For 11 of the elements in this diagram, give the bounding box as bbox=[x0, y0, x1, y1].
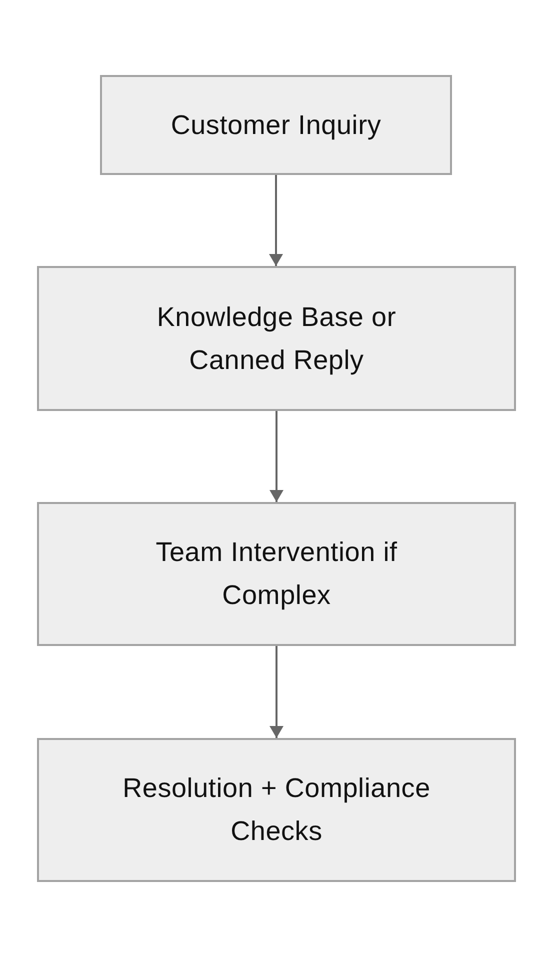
arrow bbox=[270, 175, 282, 266]
process-box bbox=[100, 75, 452, 175]
process-box bbox=[37, 738, 516, 882]
process-box bbox=[37, 266, 516, 411]
arrow bbox=[270, 646, 282, 738]
box-label: Knowledge Base or Canned Reply bbox=[156, 300, 398, 377]
box-label: Customer Inquiry bbox=[170, 108, 382, 142]
box-label: Resolution + Compliance Checks bbox=[122, 772, 432, 848]
box-label: Team Intervention if Complex bbox=[154, 536, 398, 612]
arrow bbox=[270, 411, 282, 502]
process-box bbox=[37, 502, 516, 646]
